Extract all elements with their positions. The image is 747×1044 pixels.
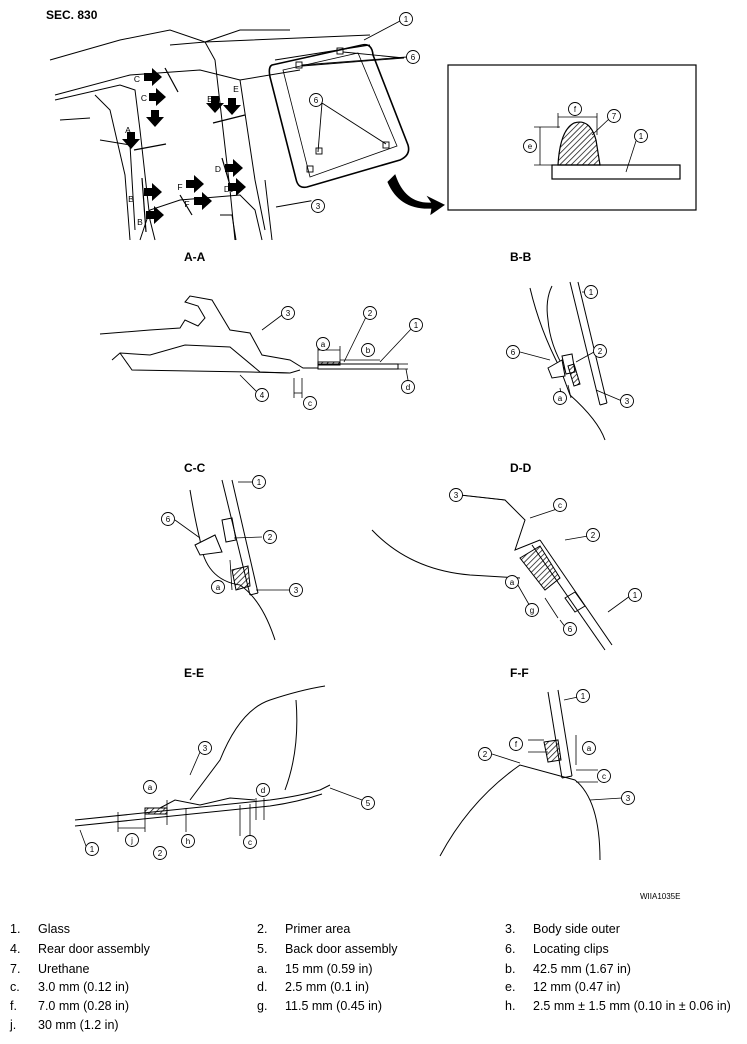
overview-callout-numbers: 1 6 6 3 bbox=[314, 15, 416, 211]
svg-text:1: 1 bbox=[633, 591, 638, 600]
svg-text:c: c bbox=[308, 399, 312, 408]
svg-text:c: c bbox=[558, 501, 562, 510]
svg-text:D: D bbox=[215, 164, 221, 174]
view-title-ff: F-F bbox=[510, 666, 529, 680]
svg-text:B: B bbox=[137, 217, 143, 227]
svg-text:6: 6 bbox=[568, 625, 573, 634]
view-title-bb: B-B bbox=[510, 250, 532, 264]
svg-text:a: a bbox=[587, 744, 592, 753]
svg-text:d: d bbox=[406, 383, 410, 392]
section-dd-labels: 3 c 2 a g 1 6 bbox=[454, 491, 638, 634]
svg-text:C: C bbox=[141, 93, 147, 103]
svg-text:6: 6 bbox=[511, 348, 516, 357]
svg-text:C: C bbox=[134, 74, 140, 84]
svg-text:A: A bbox=[153, 110, 159, 120]
svg-text:2: 2 bbox=[598, 347, 603, 356]
section-aa bbox=[99, 295, 423, 410]
detail-arrow bbox=[387, 174, 445, 216]
svg-text:E: E bbox=[207, 94, 213, 104]
svg-text:1: 1 bbox=[257, 478, 262, 487]
locating-clips-glass bbox=[295, 47, 405, 173]
section-ff-labels: 1 f a 2 c 3 bbox=[483, 692, 631, 803]
svg-text:3: 3 bbox=[286, 309, 291, 318]
section-cc-labels: 1 6 2 a 3 bbox=[166, 478, 299, 595]
svg-text:E: E bbox=[233, 84, 239, 94]
svg-text:b: b bbox=[366, 346, 371, 355]
svg-text:F: F bbox=[184, 199, 189, 209]
svg-text:j: j bbox=[130, 836, 133, 845]
svg-text:3: 3 bbox=[294, 586, 299, 595]
svg-text:1: 1 bbox=[404, 15, 409, 24]
view-title-dd: D-D bbox=[510, 461, 532, 475]
svg-text:c: c bbox=[602, 772, 606, 781]
overview-callouts bbox=[275, 12, 420, 213]
svg-text:3: 3 bbox=[316, 202, 321, 211]
section-aa-labels: 3 2 1 a b d 4 c bbox=[260, 309, 419, 408]
svg-text:B: B bbox=[128, 194, 134, 204]
svg-text:2: 2 bbox=[591, 531, 596, 540]
vehicle-overview bbox=[49, 29, 371, 241]
svg-text:1: 1 bbox=[589, 288, 594, 297]
view-title-ee: E-E bbox=[184, 666, 205, 680]
urethane-detail bbox=[447, 64, 697, 211]
svg-text:1: 1 bbox=[639, 132, 644, 141]
section-ff bbox=[439, 689, 635, 861]
section-arrows bbox=[122, 68, 246, 224]
section-dd bbox=[371, 488, 642, 651]
svg-text:h: h bbox=[186, 837, 190, 846]
svg-text:4: 4 bbox=[260, 391, 265, 400]
svg-text:2: 2 bbox=[483, 750, 488, 759]
svg-text:d: d bbox=[261, 786, 265, 795]
svg-text:3: 3 bbox=[454, 491, 459, 500]
urethane-detail-labels: e f 7 1 bbox=[528, 105, 644, 151]
section-bb bbox=[506, 281, 634, 441]
svg-text:g: g bbox=[530, 606, 534, 615]
svg-text:7: 7 bbox=[612, 112, 617, 121]
svg-text:1: 1 bbox=[581, 692, 586, 701]
svg-text:3: 3 bbox=[625, 397, 630, 406]
svg-text:5: 5 bbox=[366, 799, 371, 808]
section-bb-labels: 1 6 2 a 3 bbox=[511, 288, 630, 406]
svg-text:3: 3 bbox=[203, 744, 208, 753]
svg-text:a: a bbox=[321, 340, 326, 349]
svg-text:2: 2 bbox=[268, 533, 273, 542]
svg-text:6: 6 bbox=[411, 53, 416, 62]
svg-text:1: 1 bbox=[90, 845, 95, 854]
svg-text:a: a bbox=[148, 783, 153, 792]
svg-text:f: f bbox=[515, 740, 518, 749]
section-arrow-letters: C C A A E E B B F F D D bbox=[125, 74, 239, 227]
svg-text:c: c bbox=[248, 838, 252, 847]
svg-text:2: 2 bbox=[158, 849, 163, 858]
svg-text:D: D bbox=[224, 184, 230, 194]
svg-text:F: F bbox=[177, 182, 182, 192]
svg-text:2: 2 bbox=[368, 309, 373, 318]
svg-text:A: A bbox=[125, 125, 131, 135]
svg-text:6: 6 bbox=[314, 96, 319, 105]
svg-text:3: 3 bbox=[626, 794, 631, 803]
svg-text:e: e bbox=[528, 142, 533, 151]
figure-code: WIIA1035E bbox=[640, 892, 681, 901]
section-ee-labels: 3 a d 5 1 j 2 h c bbox=[90, 744, 371, 858]
window-glass bbox=[268, 43, 410, 189]
svg-text:6: 6 bbox=[166, 515, 171, 524]
view-title-cc: C-C bbox=[184, 461, 206, 475]
svg-text:f: f bbox=[574, 105, 577, 114]
section-cc bbox=[161, 475, 303, 641]
svg-text:a: a bbox=[216, 583, 221, 592]
section-ee bbox=[74, 685, 375, 860]
svg-text:a: a bbox=[510, 578, 515, 587]
view-title-aa: A-A bbox=[184, 250, 206, 264]
svg-text:a: a bbox=[558, 394, 563, 403]
section-number: SEC. 830 bbox=[46, 8, 98, 22]
svg-text:1: 1 bbox=[414, 321, 419, 330]
section-cut-lines bbox=[133, 67, 246, 233]
